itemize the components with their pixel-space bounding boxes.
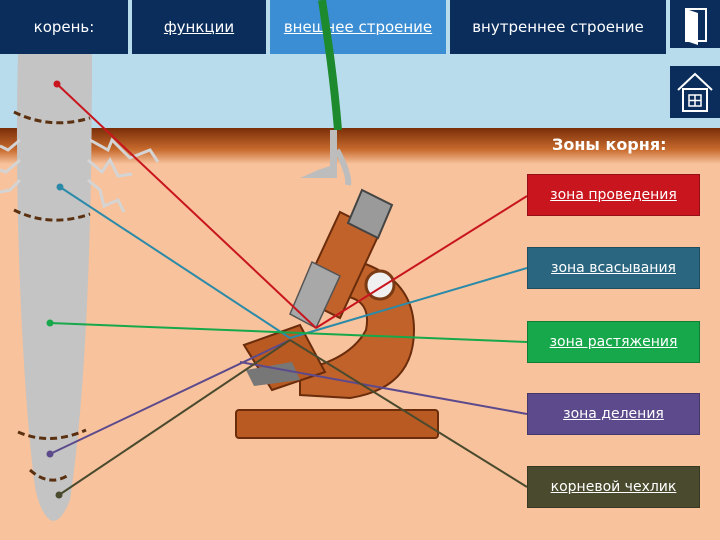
zone-rootcap-label: корневой чехлик bbox=[550, 479, 677, 495]
zone-division-button[interactable]: зона деления bbox=[527, 393, 700, 435]
nav-functions-text: функции bbox=[163, 18, 235, 36]
nav-external-text: внешнее строение bbox=[283, 18, 433, 36]
pointer-line-rootcap bbox=[58, 339, 291, 496]
pointer-line-absorption-2 bbox=[289, 267, 528, 339]
zone-elongation-label: зона растяжения bbox=[549, 334, 678, 350]
nav-root-text: корень: bbox=[33, 18, 95, 36]
microscope-graphic bbox=[235, 188, 439, 439]
house-icon bbox=[677, 72, 713, 112]
nav-internal-structure-tab[interactable]: внутреннее строение bbox=[450, 0, 666, 54]
zones-title: Зоны корня: bbox=[552, 135, 667, 154]
stem-root bbox=[300, 130, 337, 178]
pointer-line-division-2 bbox=[239, 361, 528, 415]
pointer-lines bbox=[49, 83, 528, 496]
zone-rootcap-button[interactable]: корневой чехлик bbox=[527, 466, 700, 508]
zone-absorption-label: зона всасывания bbox=[551, 260, 676, 276]
exit-button[interactable] bbox=[670, 0, 720, 48]
root-hairs bbox=[0, 137, 160, 213]
home-button[interactable] bbox=[670, 66, 720, 118]
pointer-line-conduction-2 bbox=[315, 195, 528, 329]
pointer-line-rootcap-2 bbox=[289, 339, 528, 488]
zone-division-label: зона деления bbox=[563, 406, 664, 422]
zone-conduction-label: зона проведения bbox=[550, 187, 677, 203]
pointer-line-elongation bbox=[49, 322, 528, 343]
zone-boundaries bbox=[13, 110, 91, 482]
nav-functions-tab[interactable]: функции bbox=[132, 0, 266, 54]
zone-absorption-button[interactable]: зона всасывания bbox=[527, 247, 700, 289]
nav-external-structure-tab[interactable]: внешнее строение bbox=[270, 0, 446, 54]
pointer-line-conduction bbox=[56, 83, 317, 329]
pointer-line-absorption bbox=[59, 186, 291, 339]
pointer-line-division bbox=[49, 339, 291, 455]
plant-stem bbox=[318, 0, 342, 131]
stem-root-branch bbox=[334, 148, 352, 186]
nav-root-label: корень: bbox=[0, 0, 128, 54]
door-exit-icon bbox=[685, 8, 707, 45]
pointer-dots bbox=[46, 80, 64, 499]
nav-internal-text: внутреннее строение bbox=[472, 18, 644, 36]
main-root bbox=[16, 54, 93, 521]
zone-elongation-button[interactable]: зона растяжения bbox=[527, 321, 700, 363]
zone-conduction-button[interactable]: зона проведения bbox=[527, 174, 700, 216]
